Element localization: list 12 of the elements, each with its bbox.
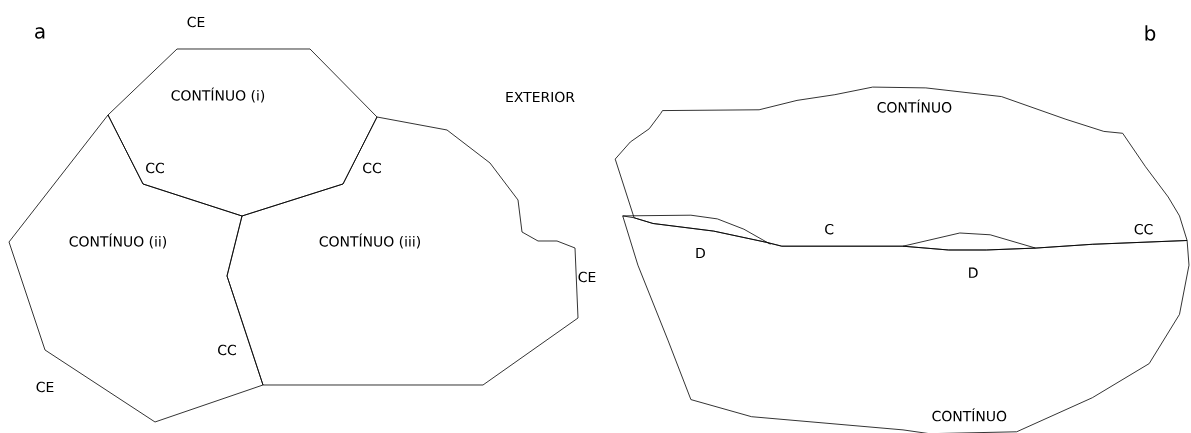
boundary-label: CE bbox=[36, 381, 54, 393]
boundary-label: CC bbox=[218, 344, 236, 356]
boundary-label: CC bbox=[146, 162, 164, 174]
letter: a bbox=[35, 27, 45, 39]
boundary-label: CE bbox=[187, 16, 205, 28]
boundary-label: CC bbox=[1134, 223, 1153, 235]
letter: b bbox=[1145, 25, 1156, 41]
region-label: EXTERIOR bbox=[506, 91, 575, 103]
boundary-label: CE bbox=[578, 271, 596, 283]
boundary-label: C bbox=[825, 223, 834, 235]
boundary-label: CC bbox=[363, 162, 381, 174]
boundary-label: D bbox=[969, 267, 978, 278]
